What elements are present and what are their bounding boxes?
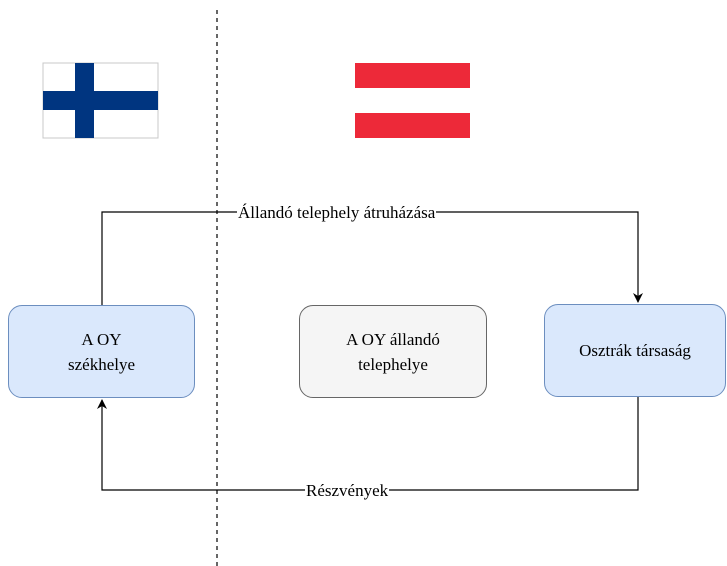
- edge-transfer-label: Állandó telephely átruházása: [237, 203, 437, 223]
- edge-transfer-line: [101, 211, 643, 305]
- edge-shares-label: Részvények: [305, 481, 390, 501]
- edge-shares-line: [97, 396, 639, 491]
- node-oy-permanent-establishment[interactable]: A OY állandó telephelye: [299, 305, 487, 398]
- austria-flag-icon: [355, 63, 470, 138]
- node-austrian-company[interactable]: Osztrák társaság: [544, 304, 726, 397]
- finland-flag-icon: [42, 62, 159, 139]
- node-oy-headquarters[interactable]: A OY székhelye: [8, 305, 195, 398]
